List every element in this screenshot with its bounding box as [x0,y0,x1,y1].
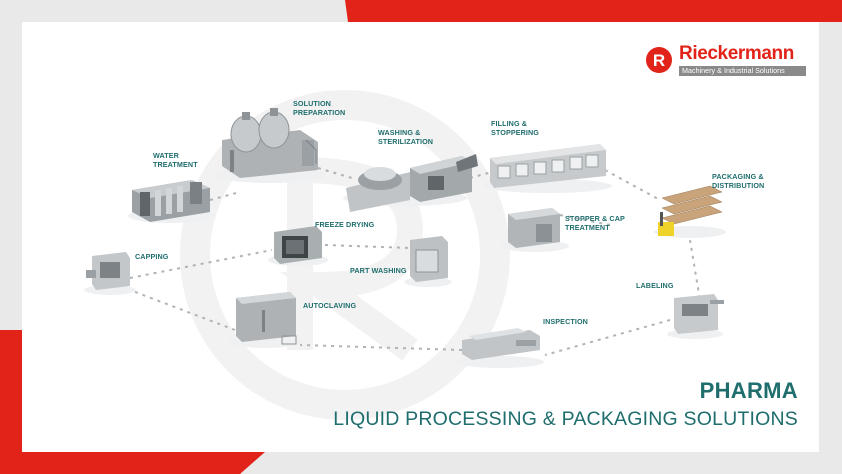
path-filling-packaging [604,169,661,201]
headline-subtitle: LIQUID PROCESSING & PACKAGING SOLUTIONS [333,408,798,430]
label-inspection: INSPECTION [543,317,588,326]
path-filling-stopper [559,214,611,226]
brand-tagline: Machinery & Industrial Solutions [679,66,806,76]
label-water-treatment: WATER TREATMENT [153,151,198,169]
label-labeling: LABELING [636,281,674,290]
label-part-washing: PART WASHING [350,266,407,275]
label-capping: CAPPING [135,252,169,261]
headline-title: PHARMA [699,378,798,403]
capping-machine [84,252,136,295]
top-red-band [345,0,842,22]
water-treatment-machine [128,180,216,223]
path-solution-washing [317,167,353,179]
brand-mark-icon: R [646,47,672,73]
path-water-solution [209,191,241,201]
part-washing-machine [404,236,452,287]
svg-text:R: R [653,51,665,70]
stopper-cap-treatment-machine [501,208,569,252]
label-stopper-cap-treatment: STOPPER & CAP TREATMENT [565,214,625,232]
inspection-machine [456,328,544,368]
path-autoclaving-capping [129,289,236,331]
packaging-distribution-machine [654,185,726,238]
labeling-machine [667,294,724,339]
label-solution-preparation: SOLUTION PREPARATION [293,99,346,117]
label-filling-stoppering: FILLING & STOPPERING [491,119,539,137]
solution-preparation-machine [215,108,325,183]
flow-paths [129,167,701,356]
brand-logo: R Rieckermann Machinery & Industrial Sol… [645,42,806,76]
path-freeze-partwashing [324,244,411,249]
path-capping-freezedrying [129,249,273,279]
label-freeze-drying: FREEZE DRYING [315,220,375,229]
label-packaging-distribution: PACKAGING & DISTRIBUTION [712,172,765,190]
brand-name: Rieckermann [679,43,794,64]
label-washing-sterilization: WASHING & STERILIZATION [378,128,434,146]
autoclaving-machine [229,292,301,348]
washing-sterilization-machine [343,154,478,212]
freeze-drying-machine [268,226,328,266]
path-packaging-labeling [689,239,701,301]
filling-stoppering-machine [484,144,612,193]
path-inspection-autoclaving [299,344,463,351]
bottom-red-band [0,330,265,474]
path-labeling-inspection [544,319,671,356]
label-autoclaving: AUTOCLAVING [303,301,357,310]
